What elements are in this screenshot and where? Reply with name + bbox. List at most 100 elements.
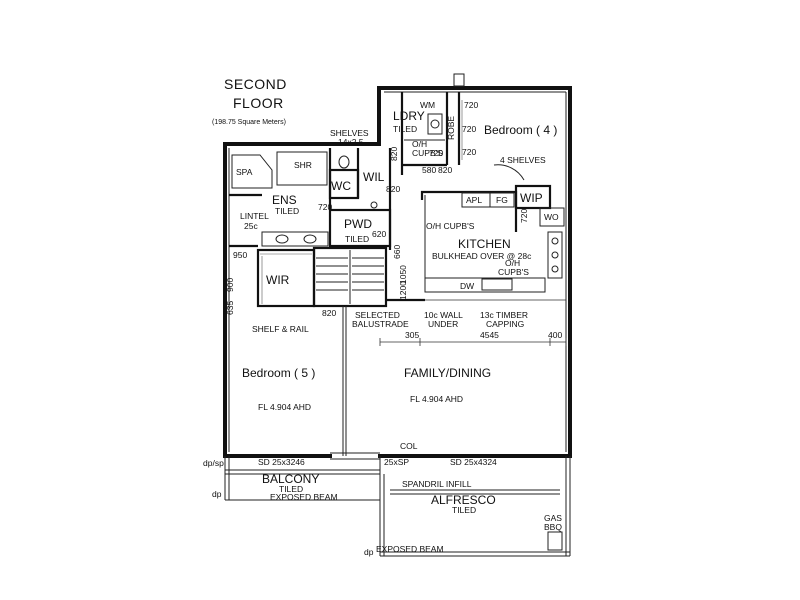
wall-top-left	[223, 142, 381, 458]
alfresco: SPANDRIL INFILL ALFRESCO TILED GAS BBQ E…	[364, 456, 571, 557]
balcony: BALCONY TILED EXPOSED BEAM dp	[212, 456, 380, 502]
title-area: (198.75 Square Meters)	[212, 119, 286, 126]
staircase: 820 SELECTED BALUSTRADE	[312, 246, 409, 329]
walk-in-pantry: WIP WO 720	[514, 184, 565, 227]
lintel-label: LINTEL	[240, 211, 269, 221]
ens-label: ENS	[272, 193, 297, 207]
exposed-beam-1: EXPOSED BEAM	[270, 492, 338, 502]
dp-label-2: dp	[364, 547, 374, 557]
kitchen: APL FG O/H CUPB'S KITCHEN BULKHEAD OVER …	[392, 190, 563, 300]
pwd-finish: TILED	[345, 234, 369, 244]
fg-label: FG	[496, 195, 508, 205]
exposed-beam-2: EXPOSED BEAM	[376, 544, 444, 554]
spa-tub	[231, 154, 273, 189]
vent-marker	[453, 73, 465, 87]
plan-title: SECOND FLOOR (198.75 Square Meters)	[212, 76, 287, 126]
dim-720-e: 720	[318, 202, 332, 212]
outer-walls	[223, 73, 572, 460]
ldry-label: LDRY	[393, 109, 425, 123]
family-dining: FAMILY/DINING FL 4.904 AHD COL	[400, 366, 491, 451]
wc-room: WC	[328, 155, 360, 200]
ldry-oh: O/H	[412, 139, 427, 149]
wo-label: WO	[544, 212, 559, 222]
title-line2: FLOOR	[233, 95, 284, 111]
shr-label: SHR	[294, 160, 312, 170]
bed4-label: Bedroom ( 4 )	[484, 123, 557, 137]
laundry-room: LDRY TILED WM O/H CUPB'S	[393, 92, 461, 175]
dim-820-d: 820	[322, 308, 336, 318]
bedroom-5: Bedroom ( 5 ) FL 4.904 AHD	[242, 366, 315, 412]
bedroom-4: Bedroom ( 4 ) 4 SHELVES	[484, 123, 557, 181]
balustrade-line1: SELECTED	[355, 310, 400, 320]
dpsp-label: dp/sp	[203, 458, 224, 468]
wall-top-right	[377, 86, 572, 458]
kitchen-oh-2: O/H	[505, 258, 520, 268]
balcony-label: BALCONY	[262, 472, 319, 486]
wall-under-2: UNDER	[428, 319, 458, 329]
dim-635: 635	[225, 301, 235, 315]
dim-820-a: 820	[389, 147, 399, 161]
dim-1200: 1200	[398, 281, 408, 300]
kitchen-label: KITCHEN	[458, 237, 511, 251]
balustrade-line2: BALUSTRADE	[352, 319, 409, 329]
ensuite: SPA SHR ENS TILED LINTEL 25c 720	[229, 148, 332, 247]
dim-720-c: 720	[462, 147, 476, 157]
kitchen-oh-cupbs: O/H CUPB'S	[426, 221, 475, 231]
dim-580: 580	[422, 165, 436, 175]
bed4-shelves: 4 SHELVES	[500, 155, 546, 165]
gas-label: GAS	[544, 513, 562, 523]
alfresco-finish: TILED	[452, 505, 476, 515]
dim-660: 660	[392, 245, 402, 259]
wir-label: WIR	[266, 273, 290, 287]
robe-label: ROBE	[446, 116, 456, 140]
dim-820-b: 820	[438, 165, 452, 175]
family-fl: FL 4.904 AHD	[410, 394, 463, 404]
pwd-label: PWD	[344, 217, 372, 231]
apl-label: APL	[466, 195, 482, 205]
dim-620: 620	[372, 229, 386, 239]
ldry-cupbs: CUPB'S	[412, 148, 443, 158]
shelves-size: 14x2.5	[338, 137, 364, 147]
sd-left: SD 25x3246	[258, 457, 305, 467]
bulkhead-label: BULKHEAD OVER @ 28c	[432, 251, 532, 261]
wall-under-1: 10c WALL	[424, 310, 463, 320]
dim-305: 305	[405, 330, 419, 340]
ldry-finish: TILED	[393, 124, 417, 134]
dim-400: 400	[548, 330, 562, 340]
dimension-line-kitchen: 305 4545 400	[379, 330, 567, 346]
spa-label: SPA	[236, 167, 253, 177]
dim-4545: 4545	[480, 330, 499, 340]
bbq-label: BBQ	[544, 522, 562, 532]
timber-1: 13c TIMBER	[480, 310, 528, 320]
family-label: FAMILY/DINING	[404, 366, 491, 380]
robe: ROBE 720 720 720 720	[429, 100, 478, 160]
dim-720-b: 720	[462, 124, 476, 134]
balcony-finish: TILED	[279, 484, 303, 494]
powder-room: PWD TILED 620	[328, 201, 392, 248]
dim-950: 950	[233, 250, 247, 260]
dim-1050: 1050	[398, 265, 408, 284]
col-label: COL	[400, 441, 418, 451]
ens-finish: TILED	[275, 206, 299, 216]
spandril-label: SPANDRIL INFILL	[402, 479, 472, 489]
dim-820-c: 820	[386, 184, 400, 194]
lintel-size: 25c	[244, 221, 258, 231]
alfresco-label: ALFRESCO	[431, 493, 496, 507]
dim-900: 900	[225, 278, 235, 292]
sd-right: SD 25x4324	[450, 457, 497, 467]
dim-720-d: 720	[429, 148, 443, 158]
dim-720-a: 720	[464, 100, 478, 110]
title-line1: SECOND	[224, 76, 287, 92]
sd-sp: 25xSP	[384, 457, 409, 467]
timber-2: CAPPING	[486, 319, 524, 329]
dim-720-f: 720	[519, 209, 529, 223]
shelf-rail-label: SHELF & RAIL	[252, 324, 309, 334]
wil-label: WIL	[363, 170, 385, 184]
dw-label: DW	[460, 281, 474, 291]
bed5-fl: FL 4.904 AHD	[258, 402, 311, 412]
kitchen-cupbs-2: CUPB'S	[498, 267, 529, 277]
dp-label-1: dp	[212, 489, 222, 499]
wip-label: WIP	[520, 191, 543, 205]
bed5-label: Bedroom ( 5 )	[242, 366, 315, 380]
